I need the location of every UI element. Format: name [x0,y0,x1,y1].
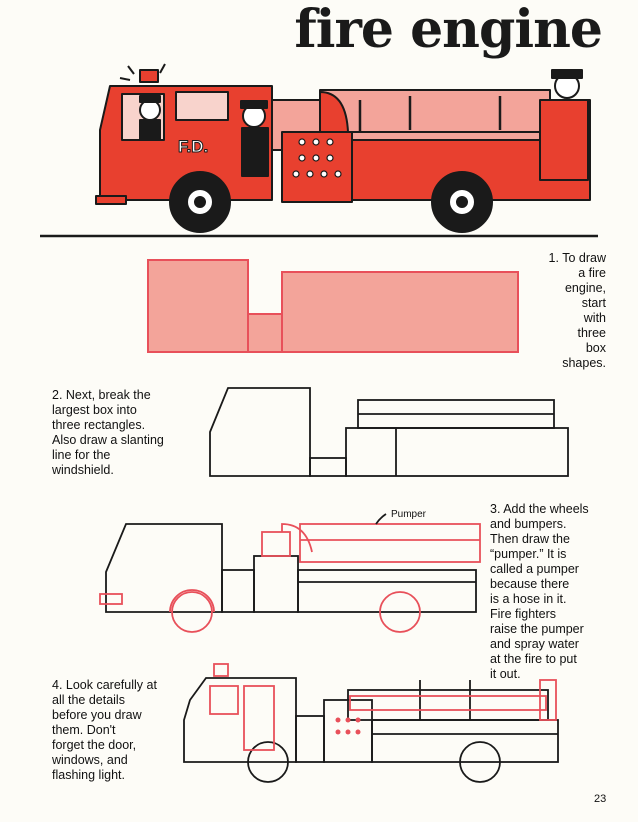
step-1: 1. To draw a fire engine, start with thr… [528,251,606,371]
step-1-drawing [147,259,519,353]
step-3: 3. Add the wheels and bumpers. Then draw… [490,502,608,682]
pumper-label: Pumper [391,509,427,520]
step-4-drawing [183,663,559,783]
step-1-text: 1. To draw a fire engine, start with thr… [548,251,606,370]
page-title: fire engine [294,0,603,60]
step-4: 4. Look carefully at all the details bef… [52,678,178,783]
step-2: 2. Next, break the largest box into thre… [52,388,202,478]
step-4-text: 4. Look carefully at all the details bef… [52,678,157,782]
step-2-drawing [209,387,569,477]
finished-fire-engine: F.D. [40,63,598,238]
door-label: F.D. [178,137,208,156]
step-2-text: 2. Next, break the largest box into thre… [52,388,164,477]
page-number: 23 [594,793,607,805]
step-3-drawing [99,513,481,633]
step-3-text: 3. Add the wheels and bumpers. Then draw… [490,502,589,681]
